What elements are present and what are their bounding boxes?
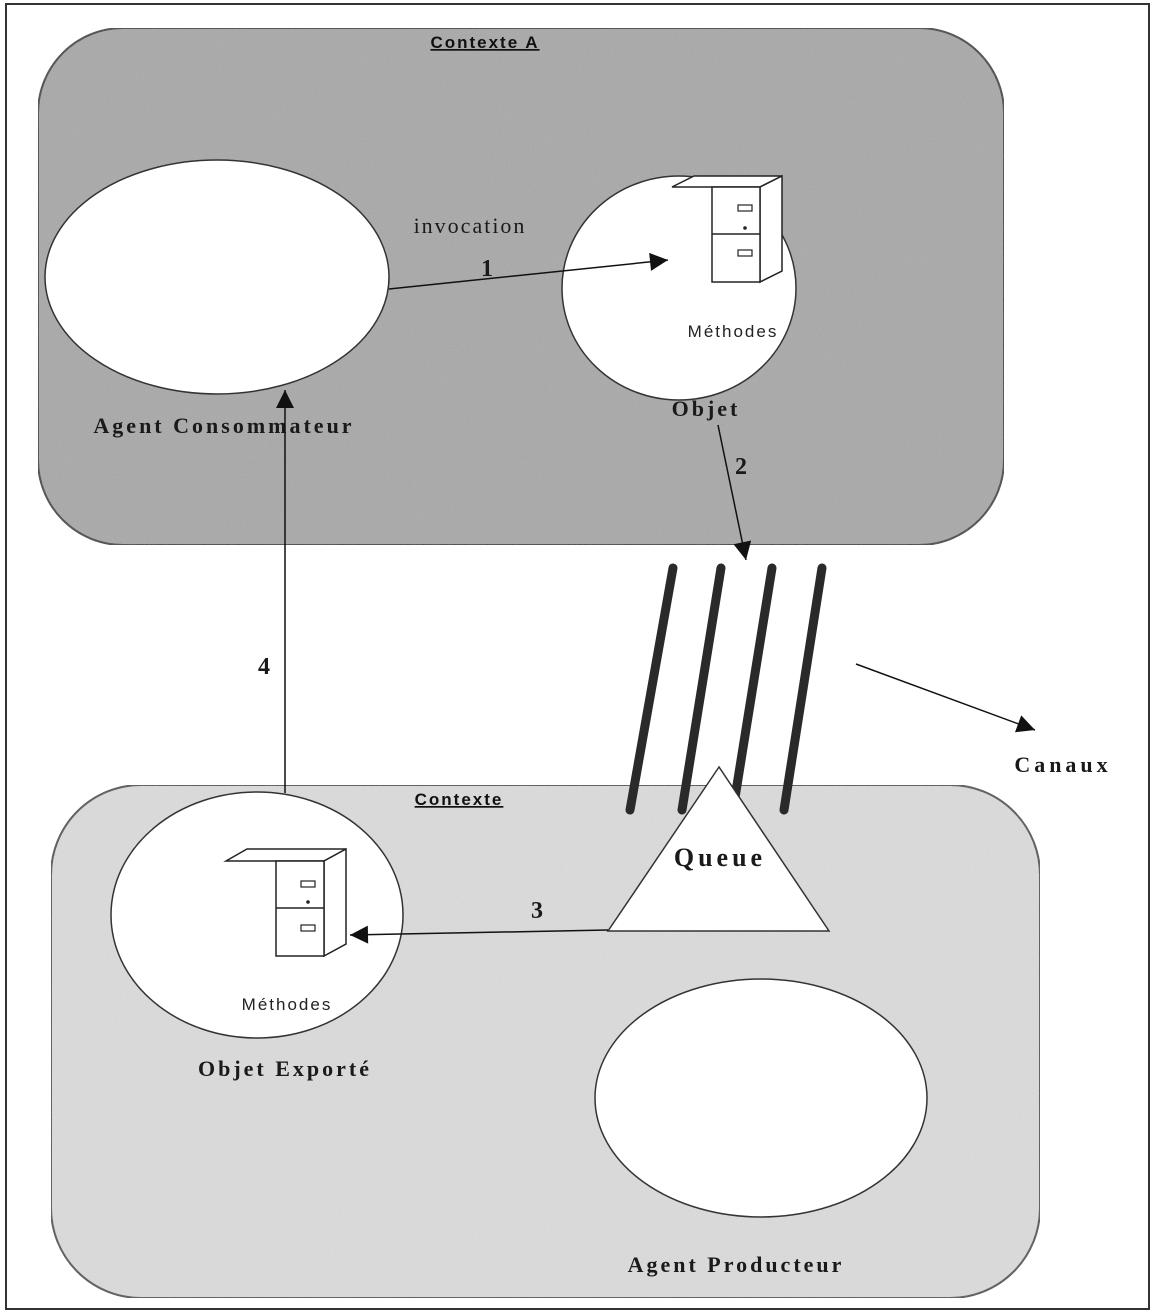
queue-triangle: [606, 765, 831, 932]
exported-object-methods-label: Méthodes: [242, 995, 333, 1014]
invocation-label: invocation: [414, 213, 527, 238]
channels-pointer-arrow: [855, 663, 1036, 733]
queue-label: Queue: [674, 843, 766, 872]
channel-line-4: [779, 563, 827, 815]
channels-lines: [625, 563, 827, 815]
consumer-agent-label: Agent Consommateur: [93, 413, 354, 438]
context-b-title: Contexte: [415, 790, 504, 809]
producer-agent-ellipse: [594, 978, 928, 1218]
channel-line-1: [625, 563, 678, 815]
object-cabinet-icon: [671, 174, 783, 284]
channel-line-2: [677, 563, 726, 815]
context-a-box: [37, 27, 1005, 546]
channel-line-3: [728, 563, 777, 815]
arrow-object-to-channels: [717, 424, 752, 561]
step-2-label: 2: [735, 454, 747, 480]
object-methods-label: Méthodes: [688, 322, 779, 341]
producer-agent-label: Agent Producteur: [628, 1252, 845, 1277]
arrow-queue-to-exported: [349, 925, 609, 944]
exported-object-label: Objet Exporté: [198, 1056, 372, 1081]
exported-object-cabinet-icon: [223, 847, 347, 958]
step-1-label: 1: [481, 256, 493, 282]
consumer-agent-ellipse: [44, 159, 390, 395]
step-4-label: 4: [258, 654, 270, 680]
arrow-invocation: [388, 252, 669, 290]
context-a-title: Contexte A: [430, 33, 539, 52]
object-label: Objet: [672, 396, 741, 421]
channels-label: Canaux: [1014, 752, 1111, 777]
step-3-label: 3: [531, 898, 543, 924]
